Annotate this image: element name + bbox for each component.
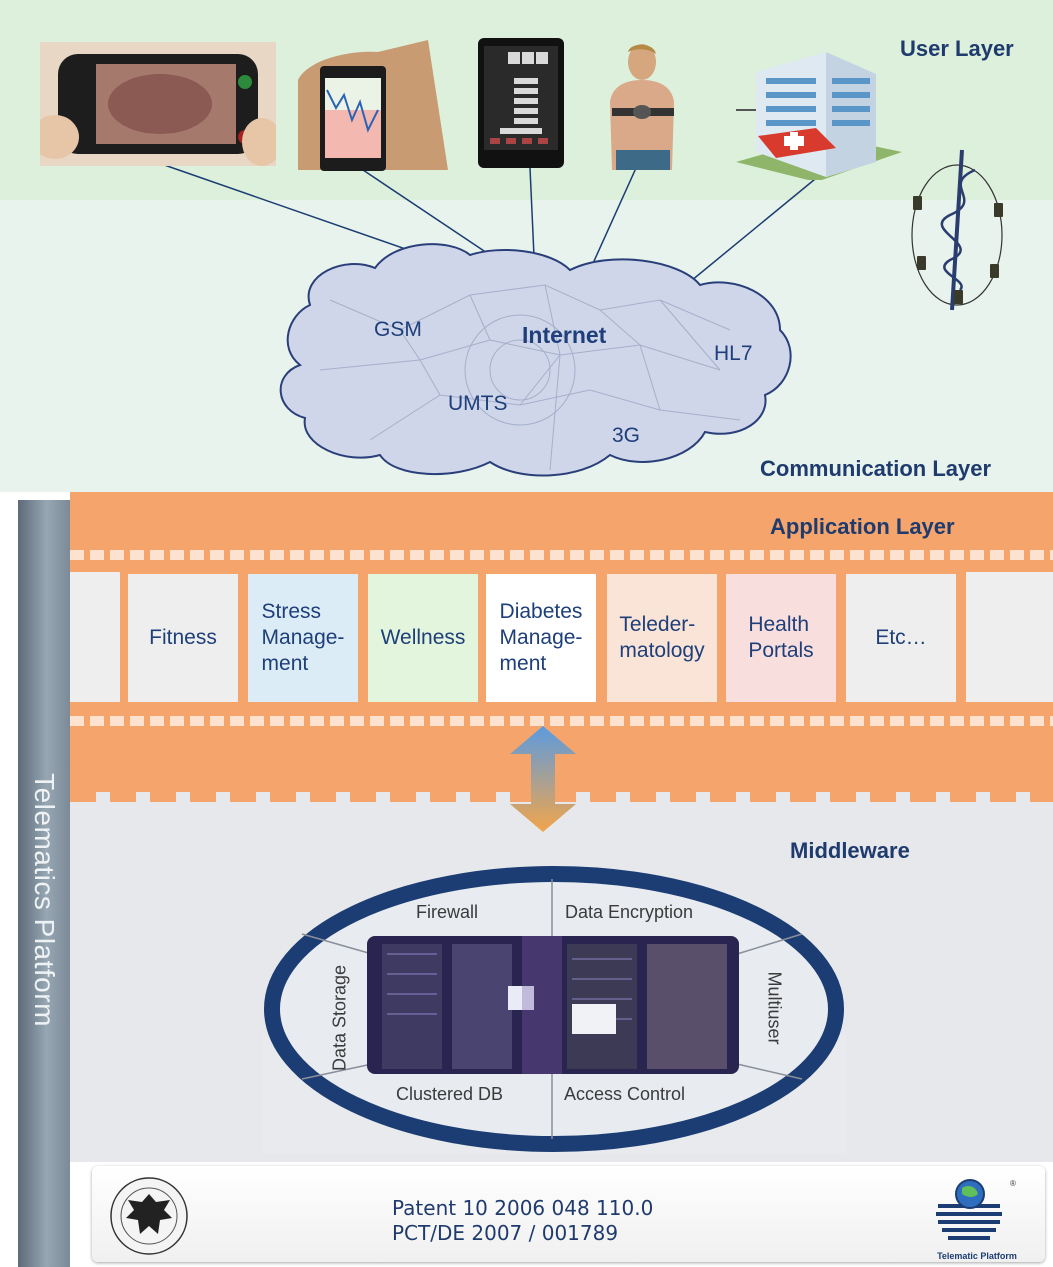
internet-cloud: [279, 243, 792, 477]
app-box-2: Wellness: [368, 574, 478, 702]
app-label: Etc…: [875, 625, 927, 649]
umts-label: UMTS: [448, 392, 508, 415]
hl7-label: HL7: [714, 342, 753, 365]
user-layer-title: User Layer: [900, 36, 1014, 61]
pct-number: PCT/DE 2007 / 001789: [392, 1221, 619, 1245]
app-box-5: Health Portals: [726, 574, 836, 702]
app-box-6: Etc…: [846, 574, 956, 702]
phone-camera-image: [31, 42, 282, 166]
tablet-image: [478, 38, 564, 168]
app-label: Stress Manage- ment: [261, 599, 345, 676]
film-perforation-top: [70, 550, 1053, 560]
data-encryption-label: Data Encryption: [565, 902, 694, 922]
phone-chart-image: [298, 40, 448, 175]
caduceus-network-icon: [911, 149, 1003, 311]
link-body-sensor: [589, 167, 637, 271]
body-sensor-image: [598, 42, 684, 170]
internet-label: Internet: [522, 322, 607, 348]
app-box-3: Diabetes Manage- ment: [486, 574, 596, 702]
clustered-db-label: Clustered DB: [396, 1084, 504, 1104]
bidirectional-arrow-icon: [510, 726, 576, 832]
logo-caption: Telematic Platform: [937, 1251, 1017, 1261]
communication-layer-title: Communication Layer: [760, 456, 992, 481]
telematic-platform-logo: ® Telematic Platform: [932, 1176, 1022, 1261]
app-label: Fitness: [149, 625, 217, 649]
hospital-image: [726, 52, 902, 182]
link-hospital: [679, 174, 821, 291]
server-room-image: [367, 936, 739, 1074]
app-box-1: Stress Manage- ment: [248, 574, 358, 702]
svg-text:®: ®: [1010, 1179, 1016, 1188]
application-layer-title: Application Layer: [770, 514, 955, 539]
3g-label: 3G: [612, 424, 641, 447]
middleware-ring: [262, 866, 846, 1154]
multiuser-label: Multiuser: [764, 971, 785, 1045]
telematics-platform-label: Telematics Platform: [29, 773, 60, 1027]
gsm-label: GSM: [374, 318, 422, 341]
app-label: Wellness: [380, 625, 466, 649]
app-label: Health Portals: [748, 612, 814, 662]
film-perforation-bottom: [70, 716, 1053, 726]
patent-office-seal-icon: [110, 1177, 188, 1255]
telematics-platform-bar: Telematics Platform: [18, 500, 70, 1267]
strip-bottom-edge: [70, 792, 1053, 802]
middleware-layer-title: Middleware: [790, 838, 910, 863]
firewall-label: Firewall: [416, 902, 479, 922]
app-label: Teleder- matology: [619, 612, 705, 662]
patent-number: Patent 10 2006 048 110.0: [392, 1196, 654, 1220]
app-label: Diabetes Manage- ment: [499, 599, 583, 676]
app-frame-right-edge: [966, 572, 1053, 702]
globe-logo-icon: ®: [936, 1179, 1016, 1240]
patent-footer: Patent 10 2006 048 110.0 PCT/DE 2007 / 0…: [92, 1166, 1045, 1262]
access-control-label: Access Control: [564, 1084, 686, 1104]
data-storage-label: Data Storage: [329, 964, 350, 1072]
network-diagram: [149, 149, 1003, 477]
app-box-0: Fitness: [128, 574, 238, 702]
app-box-4: Teleder- matology: [607, 574, 717, 702]
app-frame-left-edge: [70, 572, 120, 702]
